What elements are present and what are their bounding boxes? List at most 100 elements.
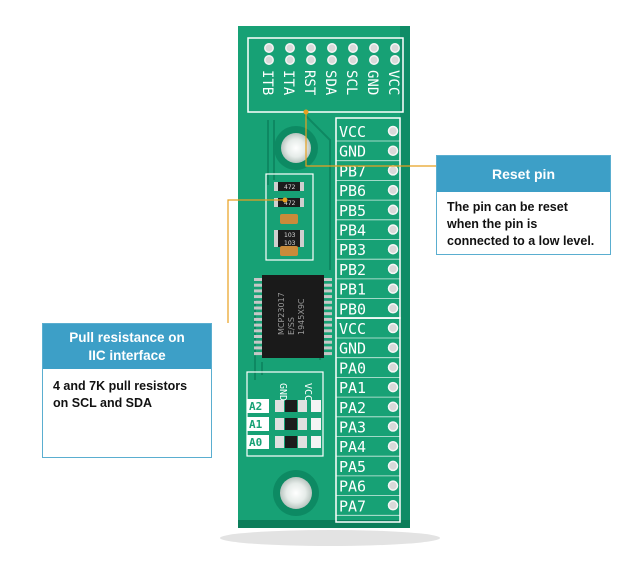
resistor-mark: 472 <box>284 184 296 191</box>
header-pin-hole <box>327 55 337 65</box>
address-pin-label: A2 <box>249 400 262 413</box>
port-pin-hole <box>387 243 399 255</box>
port-pin-hole <box>387 303 399 314</box>
port-pin-label: PB7 <box>339 162 366 180</box>
chip-marking: 1945X9C <box>297 298 306 335</box>
port-pin-label: PB2 <box>339 261 366 279</box>
capacitor <box>280 214 298 224</box>
header-pin-frame <box>247 37 404 113</box>
port-pin-hole <box>387 322 399 334</box>
pull-resistance-title: Pull resistance on IIC interface <box>43 324 211 369</box>
header-pin-label: SCL <box>343 70 359 95</box>
jumper-resistor <box>285 400 297 412</box>
jumper-resistor <box>285 418 297 430</box>
resistor <box>278 230 300 239</box>
port-pin-hole <box>387 224 399 235</box>
pcb-edge <box>400 26 410 528</box>
port-pin-label: PB0 <box>339 300 366 318</box>
jumper-pad <box>311 418 321 430</box>
port-pin-label: PB6 <box>339 182 366 200</box>
header-pin-label: GND <box>364 70 380 95</box>
pull-line: 4 and 7K pull resistors <box>53 379 188 393</box>
reset-line: when the pin is <box>447 217 538 231</box>
resistor <box>278 182 300 191</box>
port-pin-label: PA5 <box>339 458 366 476</box>
port-pin-label: GND <box>339 340 366 358</box>
pull-line: on SCL and SDA <box>53 396 153 410</box>
port-pin-hole <box>387 125 399 137</box>
jumper-pad <box>275 418 284 430</box>
jumper-label-gnd: GND <box>277 383 288 401</box>
port-pin-hole <box>387 460 399 472</box>
header-pin-hole <box>285 55 295 65</box>
resistor <box>278 198 300 207</box>
port-pin-hole <box>387 263 399 275</box>
header-pin-hole <box>306 43 316 53</box>
header-pin-hole <box>348 43 358 53</box>
address-pin-label: A1 <box>249 418 263 431</box>
chip-marking: E/SS <box>287 317 296 335</box>
port-pin-hole <box>387 184 399 196</box>
pull-resistance-description: 4 and 7K pull resistors on SCL and SDA <box>43 369 211 421</box>
port-pin-label: PA0 <box>339 359 366 377</box>
port-pin-hole <box>387 480 399 491</box>
port-pin-hole <box>387 401 399 413</box>
port-pin-hole <box>387 421 399 432</box>
pull-title-line: IIC interface <box>88 348 166 363</box>
header-pin-label: RST <box>301 70 317 96</box>
header-pin-hole <box>369 55 379 65</box>
port-pin-hole <box>387 165 399 176</box>
port-pin-hole <box>387 283 399 294</box>
jumper-pad <box>298 436 307 448</box>
jumper-pad <box>275 400 284 412</box>
resistor <box>278 238 300 247</box>
jumper-resistor <box>285 436 297 448</box>
port-pin-label: PB5 <box>339 202 366 220</box>
resistor-mark: 472 <box>284 200 296 207</box>
port-pin-hole <box>387 342 399 353</box>
resistor-mark: 103 <box>284 240 296 247</box>
reset-line: connected to a low level. <box>447 234 595 248</box>
port-pin-label: PA1 <box>339 379 366 397</box>
port-pin-label: PA7 <box>339 497 366 515</box>
address-label-box <box>247 399 269 413</box>
header-pin-label: VCC <box>385 70 401 95</box>
header-pin-hole <box>264 43 274 53</box>
header-pin-hole <box>327 43 337 53</box>
reset-pin-description: The pin can be reset when the pin is con… <box>437 192 610 257</box>
port-pin-label: PA6 <box>339 478 366 496</box>
address-label-box <box>247 417 269 431</box>
port-pin-label: PA4 <box>339 438 366 456</box>
port-pin-hole <box>387 381 399 393</box>
chip-marking: MCP23017 <box>277 292 286 335</box>
jumper-pad <box>298 418 307 430</box>
address-frame <box>246 371 324 457</box>
port-pin-hole <box>387 362 399 373</box>
address-label-box <box>247 435 269 449</box>
header-pin-label: ITB <box>259 70 275 95</box>
port-pin-label: PA3 <box>339 419 366 437</box>
jumper-label-vcc: VCC <box>302 383 313 401</box>
pull-resistance-callout: Pull resistance on IIC interface 4 and 7… <box>42 323 212 458</box>
reset-pin-title: Reset pin <box>437 156 610 192</box>
pull-title-line: Pull resistance on <box>69 330 185 345</box>
header-pin-label: SDA <box>322 70 338 96</box>
resistor-frame <box>265 173 314 261</box>
port-pin-hole <box>387 440 399 452</box>
header-pin-hole <box>390 43 400 53</box>
pull-leader-line <box>227 199 285 323</box>
port-pin-label: GND <box>339 143 366 161</box>
header-pin-hole <box>348 55 358 65</box>
header-pin-hole <box>369 43 379 53</box>
jumper-pad <box>311 400 321 412</box>
port-pin-label: VCC <box>339 320 366 338</box>
address-pin-label: A0 <box>249 436 262 449</box>
port-pin-hole <box>387 500 399 511</box>
header-pin-hole <box>306 55 316 65</box>
port-pin-label: PA2 <box>339 399 366 417</box>
resistor-mark: 103 <box>284 232 296 239</box>
reset-pin-callout: Reset pin The pin can be reset when the … <box>436 155 611 255</box>
header-pin-hole <box>264 55 274 65</box>
